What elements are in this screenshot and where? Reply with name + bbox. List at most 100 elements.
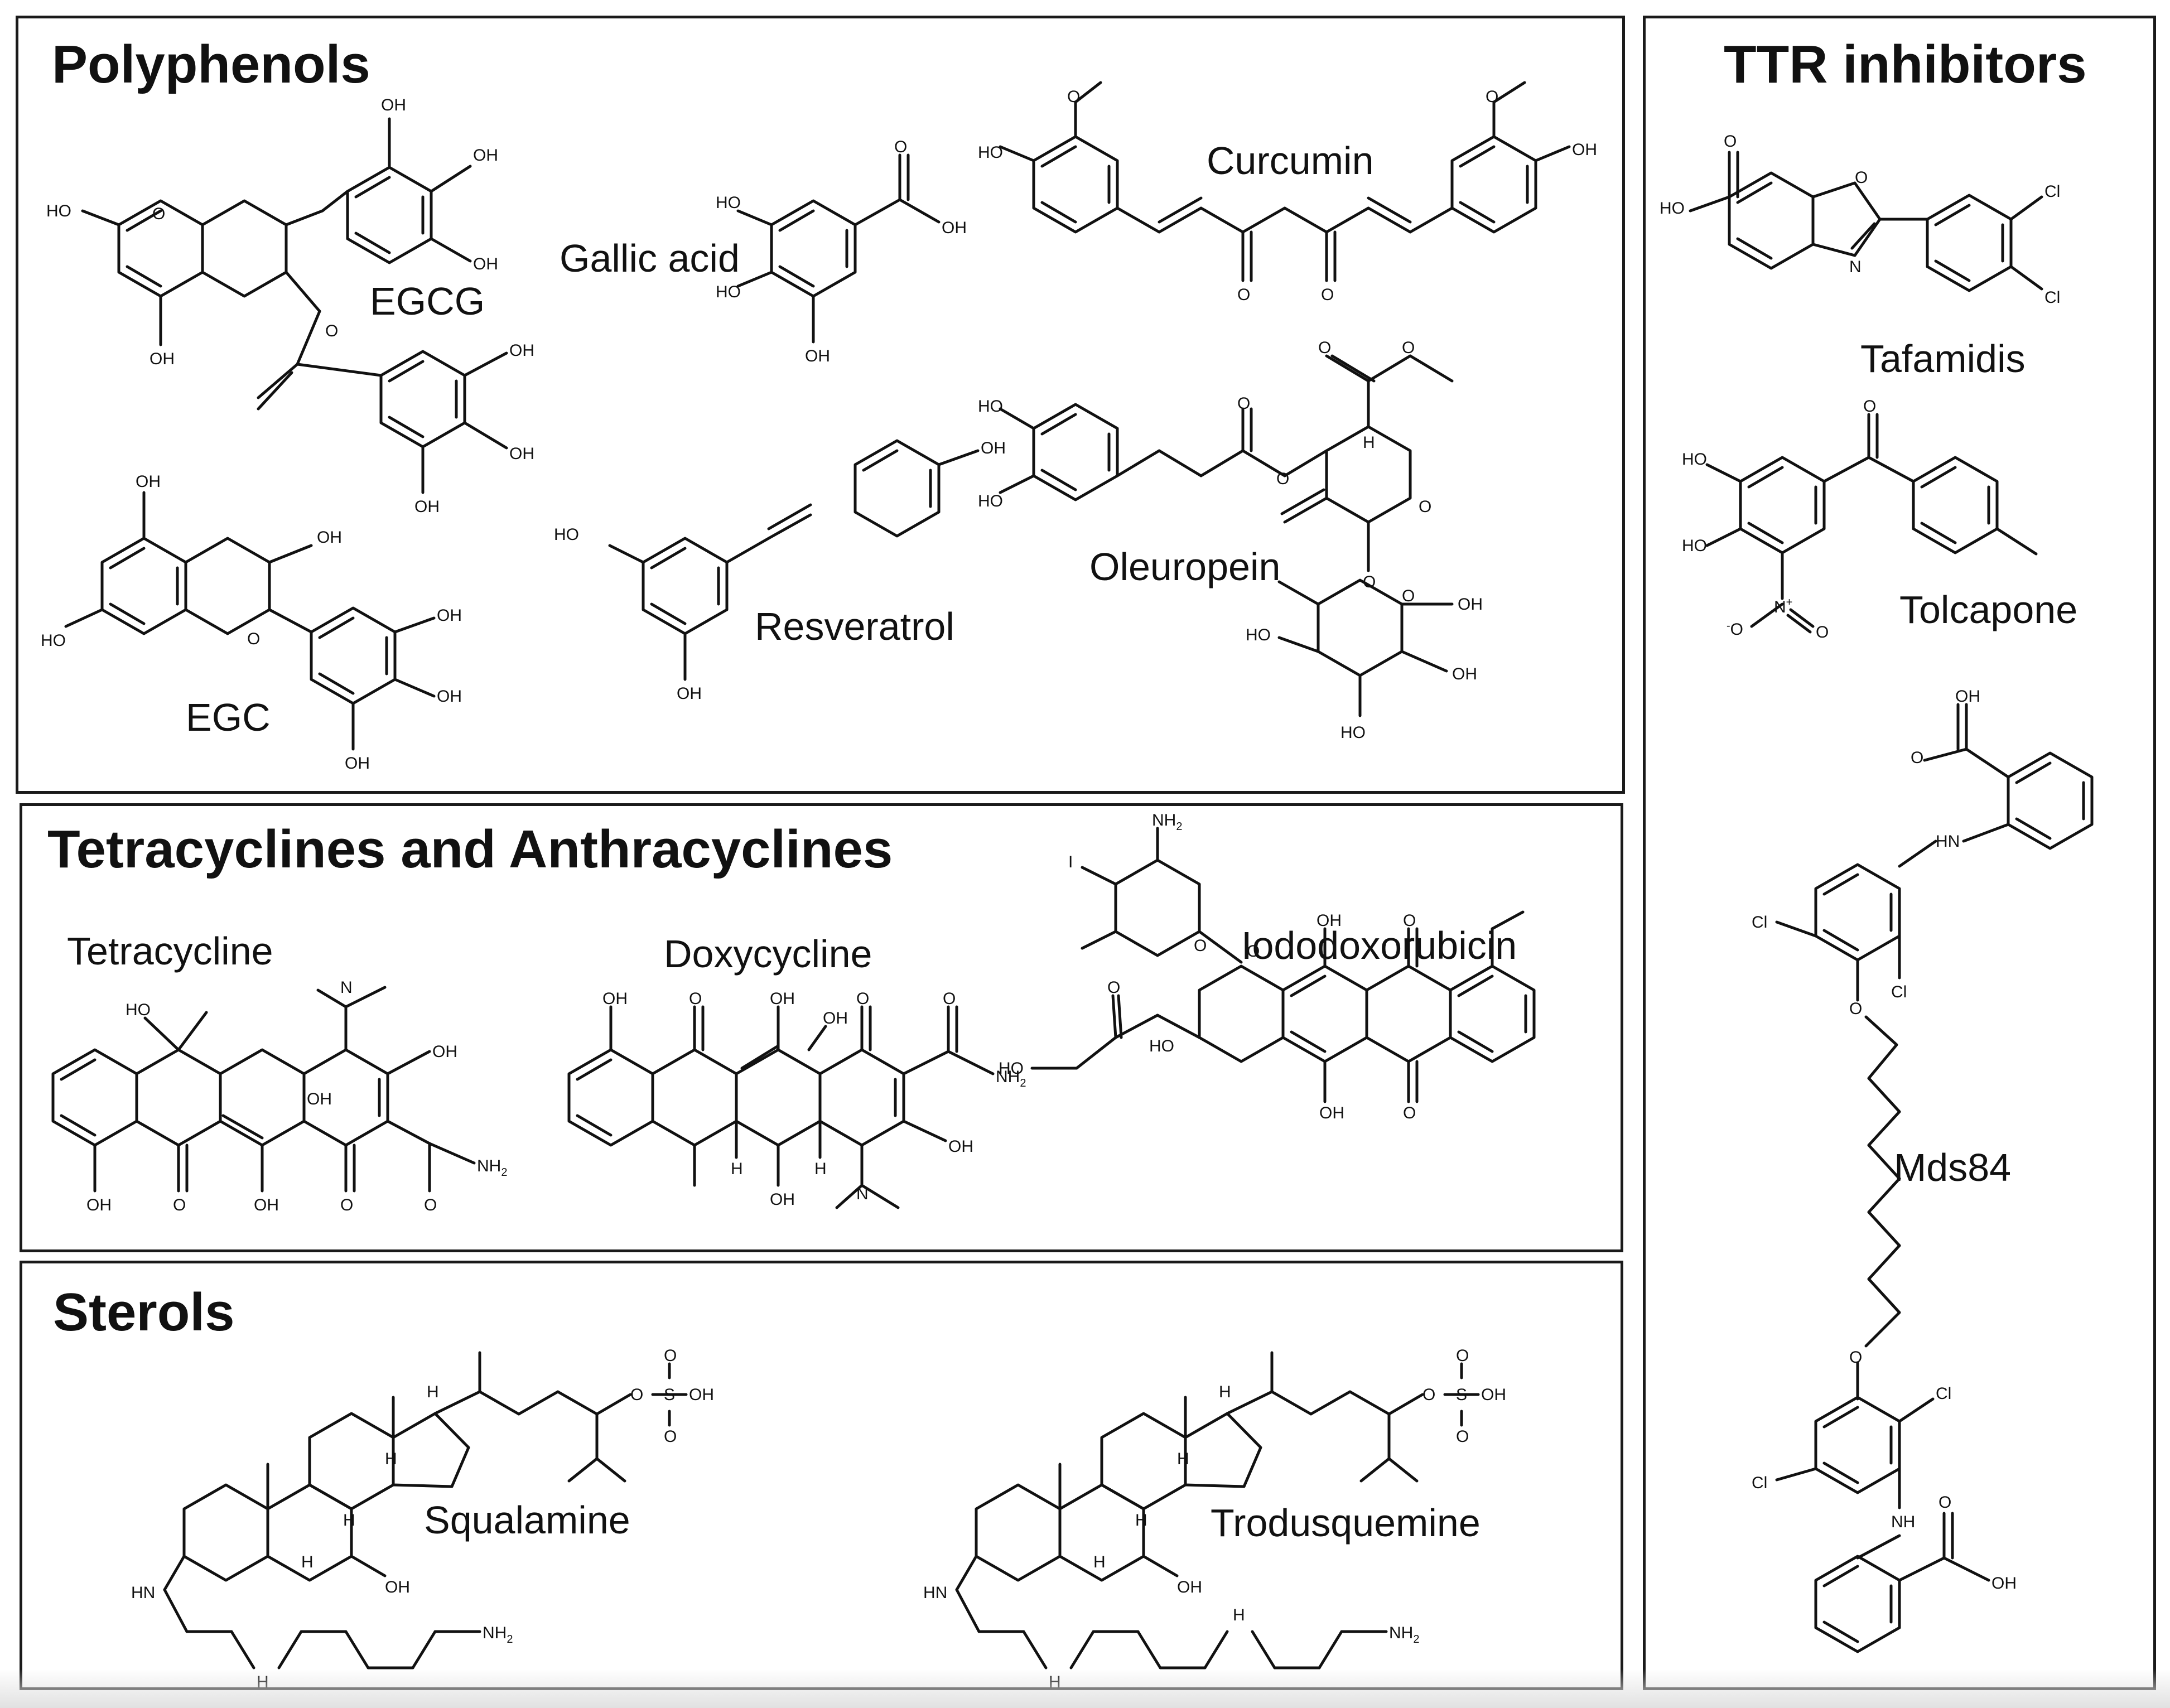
atom-h: H [1363, 433, 1375, 452]
atom-ho: HO [126, 1001, 151, 1019]
atom-ho: HO [978, 143, 1003, 162]
compound-name-mds84: Mds84 [1894, 1146, 2012, 1189]
atom-oh: OH [942, 219, 967, 237]
atom-o: O [340, 1196, 353, 1214]
atom-h: H [1093, 1553, 1106, 1571]
compound-name-resveratrol: Resveratrol [755, 605, 954, 648]
atom-o: O [1456, 1427, 1469, 1446]
atom-ho: HO [978, 397, 1003, 416]
atom-cl: Cl [1752, 1474, 1767, 1492]
atom-h: H [427, 1383, 439, 1401]
atom-ho: HO [716, 194, 741, 212]
atom-oh: OH [150, 350, 175, 368]
structure-resveratrol: HO OH OH [554, 439, 1006, 703]
atom-o: O [1855, 168, 1868, 187]
atom-o: O [1402, 587, 1415, 605]
atom-oh: OH [981, 439, 1006, 457]
panel-polyphenols: Polyphenols EGCG Gallic acid Curcumin EG… [16, 16, 1625, 794]
atom-h: H [814, 1160, 827, 1178]
atom-o: O [1318, 339, 1331, 357]
compound-name-iododoxorubicin: Iododoxorubicin [1241, 924, 1517, 967]
panel-title-tetracyclines: Tetracyclines and Anthracyclines [47, 819, 893, 879]
compound-name-tafamidis: Tafamidis [1860, 337, 2026, 380]
atom-o: O [1419, 498, 1431, 516]
atom-nh2: NH2 [1152, 811, 1182, 833]
atom-nh: NH [1891, 1513, 1915, 1531]
compound-name-oleuropein: Oleuropein [1089, 545, 1281, 588]
compound-name-squalamine: Squalamine [424, 1498, 630, 1542]
atom-oh: OH [1572, 141, 1597, 159]
compound-name-tolcapone: Tolcapone [1899, 588, 2078, 631]
atom-nitro-n: N+ [1774, 596, 1792, 616]
atom-oh: OH [432, 1043, 457, 1061]
atom-h: H [731, 1160, 743, 1178]
atom-o: O [1403, 1104, 1416, 1122]
atom-nh2: NH2 [996, 1068, 1026, 1089]
atom-o: O [664, 1347, 677, 1365]
atom-oh: OH [823, 1009, 848, 1027]
panel-ttr-inhibitors: TTR inhibitors Tafamidis Tolcapone Mds84… [1643, 16, 2156, 1690]
structure-iododoxorubicin: NH2 I O O OH O OH O O HO HO [999, 811, 1536, 1122]
atom-o: O [152, 205, 165, 223]
atom-cl: Cl [1752, 913, 1767, 932]
atom-ho: HO [1246, 626, 1271, 644]
atom-o: O [173, 1196, 186, 1214]
atom-o: O [1816, 623, 1829, 641]
atom-ho: HO [554, 525, 579, 544]
compound-name-egcg: EGCG [370, 279, 485, 323]
atom-oh: OH [385, 1578, 410, 1596]
compound-name-tetracycline: Tetracycline [67, 929, 273, 973]
atom-ho: HO [46, 202, 71, 220]
structure-mds84: OH O HN Cl Cl O O Cl Cl NH O OH [1752, 687, 2094, 1653]
atom-o: O [1724, 132, 1737, 151]
atom-o: O [1938, 1493, 1951, 1512]
atom-oh: OH [689, 1386, 714, 1404]
atom-o: O [1237, 286, 1250, 304]
atom-o: O [1237, 394, 1250, 413]
atom-cl: Cl [1936, 1384, 1951, 1403]
panel-sterols: Sterols Squalamine Trodusquemine HN H N … [20, 1261, 1623, 1691]
structure-trodusquemine: HN H H NH2 OH H H H H O S O O OH [923, 1347, 1506, 1691]
structure-curcumin: O HO O O O OH [978, 81, 1597, 304]
atom-o: O [1456, 1347, 1469, 1365]
atom-o: O [1422, 1386, 1435, 1404]
atom-cl: Cl [1891, 983, 1907, 1001]
atom-h: H [1135, 1511, 1147, 1530]
atom-o: O [630, 1386, 643, 1404]
atom-oh: OH [509, 445, 534, 463]
atom-ho: HO [1682, 450, 1707, 469]
panel-tetracyclines: Tetracyclines and Anthracyclines Tetracy… [20, 803, 1623, 1252]
atom-i: I [1068, 853, 1073, 871]
atom-s: S [664, 1386, 675, 1404]
atom-o: O [1402, 339, 1415, 357]
atom-nh2: NH2 [1389, 1624, 1419, 1646]
atom-oh: OH [1319, 1104, 1344, 1122]
structure-doxycycline: OH O OH OH O O NH2 OH H H OH N [567, 990, 1026, 1209]
atom-nh2: NH2 [477, 1157, 507, 1179]
atom-o: O [1194, 937, 1207, 955]
atom-n: N [1849, 258, 1862, 276]
atom-o: O [424, 1196, 437, 1214]
atom-oh: OH [1458, 595, 1483, 614]
atom-oh: OH [317, 528, 342, 547]
atom-nitro-ominus: -O [1727, 620, 1743, 639]
atom-oh: OH [437, 687, 462, 706]
panel-title-ttr: TTR inhibitors [1724, 35, 2087, 94]
atom-ho: HO [1149, 1037, 1174, 1055]
atom-ho: HO [41, 631, 66, 650]
atom-nh2: NH2 [483, 1624, 513, 1646]
atom-oh: OH [254, 1196, 279, 1214]
atom-ho: HO [1340, 723, 1366, 742]
atom-s: S [1456, 1386, 1467, 1404]
atom-oh: OH [473, 146, 498, 165]
atom-o: O [1849, 1348, 1862, 1367]
compound-name-trodusquemine: Trodusquemine [1211, 1501, 1481, 1545]
atom-cl: Cl [2044, 288, 2060, 307]
atom-o: O [689, 990, 702, 1008]
atom-oh: OH [1317, 911, 1342, 930]
atom-oh: OH [805, 347, 830, 365]
atom-oh: OH [473, 255, 498, 273]
structure-tafamidis: O HO O N Cl Cl [1660, 132, 2060, 307]
atom-oh: OH [1481, 1386, 1506, 1404]
atom-o: O [856, 990, 869, 1008]
